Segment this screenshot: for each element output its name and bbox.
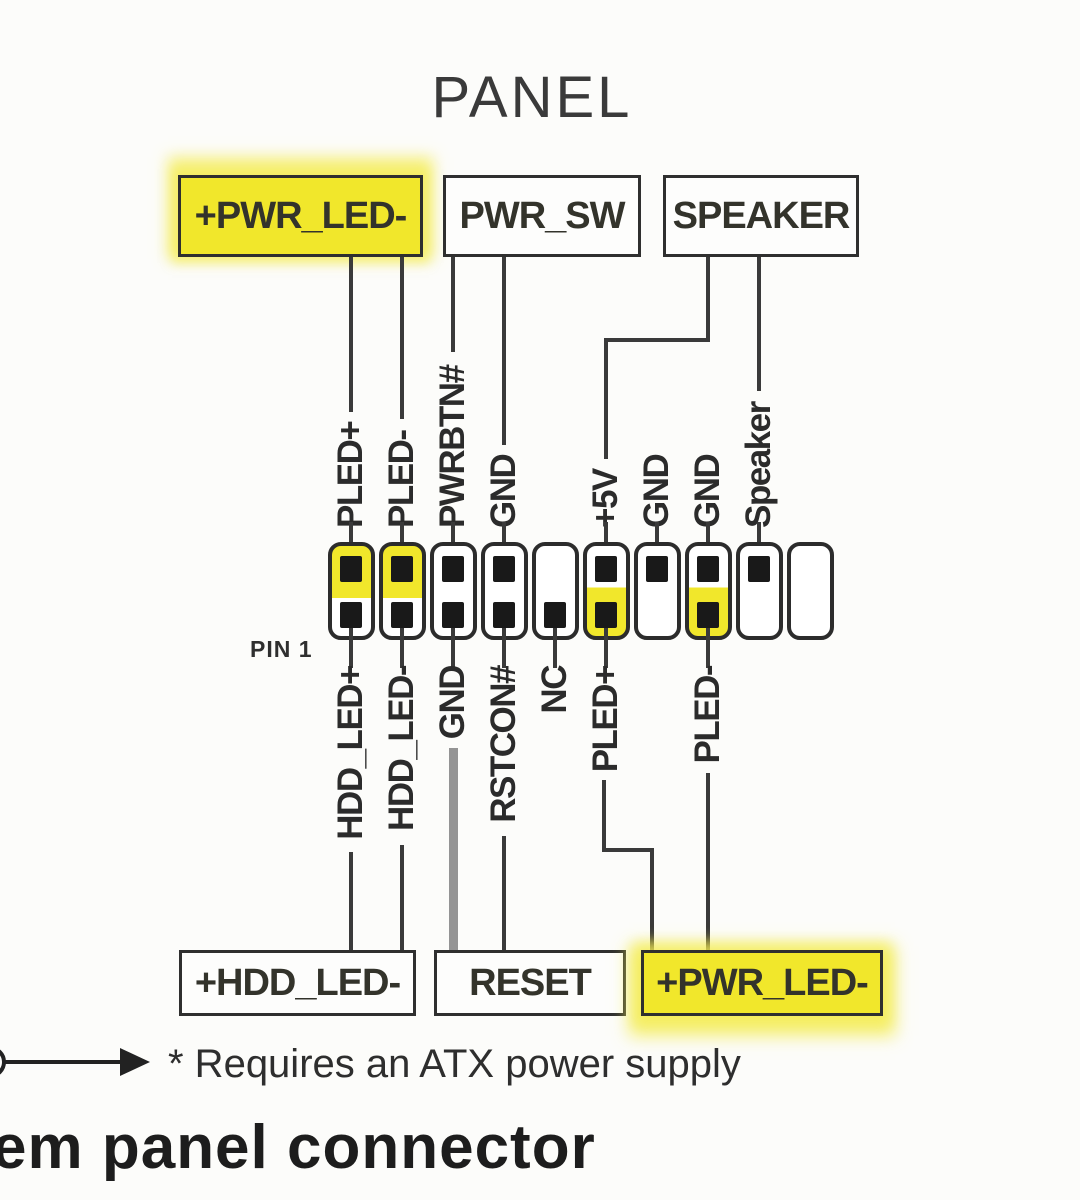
bottom-box-hdd-led: +HDD_LED- bbox=[179, 950, 416, 1016]
tick-bottom-1 bbox=[349, 628, 353, 668]
tick-bottom-5 bbox=[553, 628, 557, 668]
wire-pledminus-to-box bbox=[706, 773, 710, 950]
pin-label-pled-plus-top: PLED+ bbox=[331, 421, 370, 528]
wire-speaker-to-5v-seg1 bbox=[706, 257, 710, 342]
arrow-line bbox=[4, 1060, 122, 1064]
tick-bottom-3 bbox=[451, 628, 455, 668]
wire-pledplus-to-box-seg1 bbox=[602, 780, 606, 852]
wire-speaker-to-5v-seg2 bbox=[604, 338, 710, 342]
pin-label-pled-minus-bottom: PLED- bbox=[688, 666, 727, 764]
wire-pwrled-to-pledplus bbox=[349, 257, 353, 412]
wire-pledplus-to-box-seg3 bbox=[650, 848, 654, 950]
pin-label-gnd-bottom: GND bbox=[433, 666, 472, 740]
wire-speaker-to-speaker bbox=[757, 257, 761, 391]
wire-pwrsw-to-gnd bbox=[502, 257, 506, 445]
pin-label-hdd-led-minus: HDD_LED- bbox=[382, 666, 421, 831]
pin-label-hdd-led-plus: HDD_LED+ bbox=[331, 666, 370, 840]
bottom-box-reset: RESET bbox=[434, 950, 626, 1016]
pin-top-4 bbox=[493, 556, 515, 582]
pin-bottom-2 bbox=[391, 602, 413, 628]
pin-top-3 bbox=[442, 556, 464, 582]
pin1-label: PIN 1 bbox=[250, 636, 313, 662]
wire-hddledplus-to-box bbox=[349, 852, 353, 950]
top-box-speaker: SPEAKER bbox=[663, 175, 859, 257]
wire-pledplus-to-box-seg2 bbox=[602, 848, 654, 852]
pin-label-5v: +5V bbox=[586, 469, 625, 528]
pin-header-cell-9 bbox=[736, 542, 783, 640]
wire-speaker-to-5v-seg3 bbox=[604, 338, 608, 459]
wire-gnd-to-reset-box bbox=[449, 748, 458, 950]
pin-bottom-8 bbox=[697, 602, 719, 628]
pin-bottom-4 bbox=[493, 602, 515, 628]
pin-label-pled-plus-bottom: PLED+ bbox=[586, 666, 625, 773]
pin-top-6 bbox=[595, 556, 617, 582]
top-box-pwr-led: +PWR_LED- bbox=[178, 175, 423, 257]
pin-top-9 bbox=[748, 556, 770, 582]
pin-label-pwrbtn: PWRBTN# bbox=[433, 365, 472, 528]
pin-label-nc: NC bbox=[535, 666, 574, 714]
pin-top-7 bbox=[646, 556, 668, 582]
tick-bottom-2 bbox=[400, 628, 404, 668]
tick-bottom-6 bbox=[604, 628, 608, 668]
tick-top-7 bbox=[655, 522, 659, 558]
pin-label-speaker: Speaker bbox=[739, 402, 778, 528]
tick-top-9 bbox=[757, 522, 761, 558]
pin-label-gnd-top2: GND bbox=[637, 454, 676, 528]
top-box-pwr-sw: PWR_SW bbox=[443, 175, 641, 257]
pin-label-rstcon: RSTCON# bbox=[484, 666, 523, 823]
tick-bottom-8 bbox=[706, 628, 710, 668]
pin-top-2 bbox=[391, 556, 413, 582]
atx-footnote: * Requires an ATX power supply bbox=[168, 1042, 741, 1086]
wire-rstcon-to-box bbox=[502, 836, 506, 950]
tick-top-4 bbox=[502, 522, 506, 558]
arrow-head-icon bbox=[120, 1048, 150, 1076]
pin-top-8 bbox=[697, 556, 719, 582]
pin-bottom-3 bbox=[442, 602, 464, 628]
pin-header-cell-10 bbox=[787, 542, 834, 640]
tick-top-3 bbox=[451, 522, 455, 558]
bottom-box-pwr-led: +PWR_LED- bbox=[641, 950, 883, 1016]
wire-pwrled-to-pledminus bbox=[400, 257, 404, 419]
tick-top-2 bbox=[400, 522, 404, 558]
pin-label-pled-minus-top: PLED- bbox=[382, 430, 421, 529]
pin-label-gnd-top1: GND bbox=[484, 454, 523, 528]
pin-bottom-6 bbox=[595, 602, 617, 628]
wire-hddledminus-to-box bbox=[400, 845, 404, 950]
pin-bottom-1 bbox=[340, 602, 362, 628]
figure-caption: em panel connector bbox=[0, 1113, 596, 1182]
wire-pwrsw-to-pwrbtn bbox=[451, 257, 455, 352]
pin-bottom-5 bbox=[544, 602, 566, 628]
page-title: PANEL bbox=[431, 65, 633, 130]
tick-top-1 bbox=[349, 522, 353, 558]
tick-top-6 bbox=[604, 522, 608, 558]
pin-top-1 bbox=[340, 556, 362, 582]
tick-top-8 bbox=[706, 522, 710, 558]
pin-header-cell-7 bbox=[634, 542, 681, 640]
tick-bottom-4 bbox=[502, 628, 506, 668]
pin-label-gnd-top3: GND bbox=[688, 454, 727, 528]
